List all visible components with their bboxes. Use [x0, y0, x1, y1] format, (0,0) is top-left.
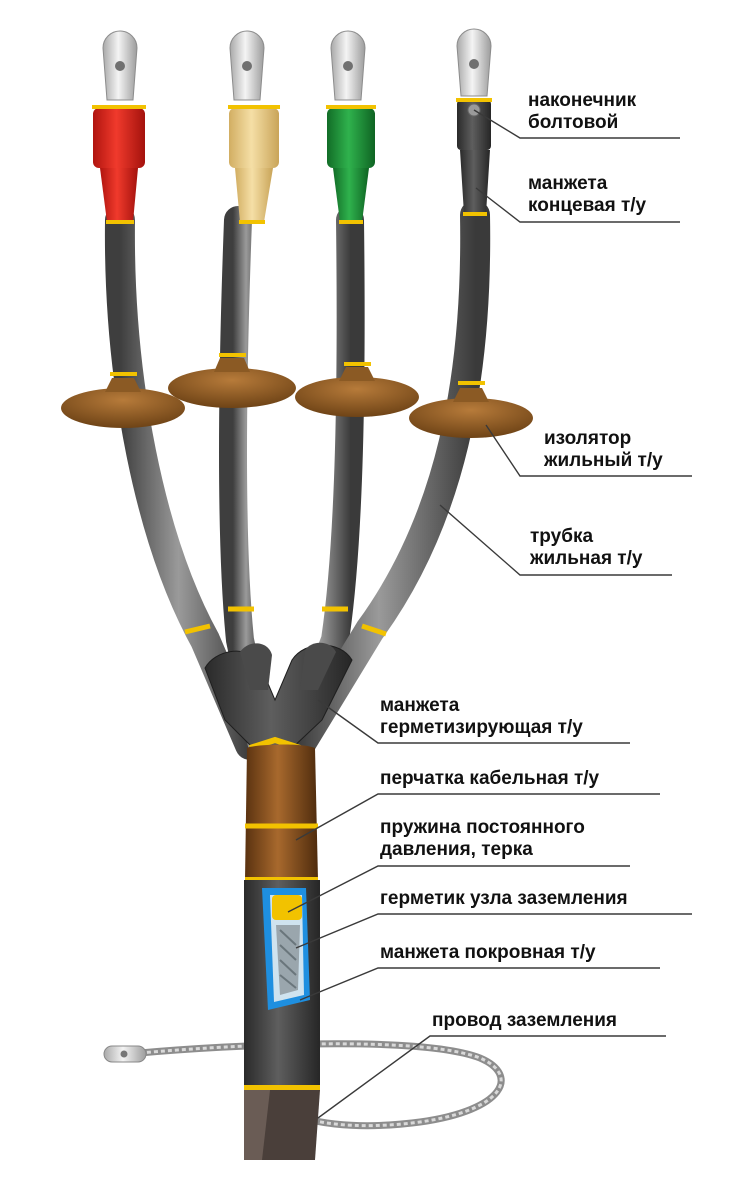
label-insulator: изолятор жильный т/у — [544, 428, 663, 472]
leader-tube — [439, 504, 672, 576]
cable-glove — [245, 744, 318, 883]
label-sealing-cuff-line1: манжета — [380, 695, 460, 716]
label-sealing-cuff: манжета герметизирующая т/у — [380, 695, 583, 739]
label-end-cap-line2: концевая т/у — [528, 195, 647, 216]
leader-ground-wire — [317, 1035, 666, 1119]
leader-cover-cuff — [299, 967, 660, 1001]
label-cover-cuff-line1: манжета покровная т/у — [380, 942, 596, 963]
label-insulator-line1: изолятор — [544, 428, 632, 449]
label-spring-line2: давления, терка — [380, 839, 533, 860]
label-tube-line2: жильная т/у — [530, 548, 643, 569]
label-glove-line1: перчатка кабельная т/у — [380, 768, 600, 789]
end-caps — [92, 28, 492, 224]
label-tube: трубка жильная т/у — [530, 526, 642, 570]
label-lug: наконечник болтовой — [528, 90, 636, 134]
label-lug-line2: болтовой — [528, 112, 619, 133]
label-glove: перчатка кабельная т/у — [380, 768, 599, 790]
label-cover-cuff: манжета покровная т/у — [380, 942, 596, 964]
conductor-insulators — [61, 353, 533, 438]
label-spring: пружина постоянного давления, терка — [380, 817, 585, 861]
leader-spring — [287, 865, 630, 913]
sealing-cuff — [204, 642, 353, 751]
leader-end-cap — [475, 187, 680, 223]
leader-glove — [295, 793, 660, 841]
label-ground-wire: провод заземления — [432, 1010, 617, 1032]
label-sealant: герметик узла заземления — [380, 888, 628, 910]
label-insulator-line2: жильный т/у — [544, 450, 663, 471]
label-sealing-cuff-line2: герметизирующая т/у — [380, 717, 583, 738]
leader-sealant — [295, 913, 692, 949]
conductor-tubes — [104, 200, 491, 760]
label-ground-wire-line1: провод заземления — [432, 1010, 617, 1031]
leader-sealing-cuff — [317, 699, 630, 744]
cutaway-grounding — [262, 888, 310, 1010]
label-tube-line1: трубка — [530, 526, 594, 547]
label-lug-line1: наконечник — [528, 90, 637, 111]
label-spring-line1: пружина постоянного — [380, 817, 585, 838]
label-end-cap-line1: манжета — [528, 173, 608, 194]
leader-insulator — [485, 424, 692, 477]
label-end-cap: манжета концевая т/у — [528, 173, 646, 217]
leader-lines — [287, 109, 692, 1119]
leader-lug — [473, 109, 680, 139]
label-sealant-line1: герметик узла заземления — [380, 888, 628, 909]
